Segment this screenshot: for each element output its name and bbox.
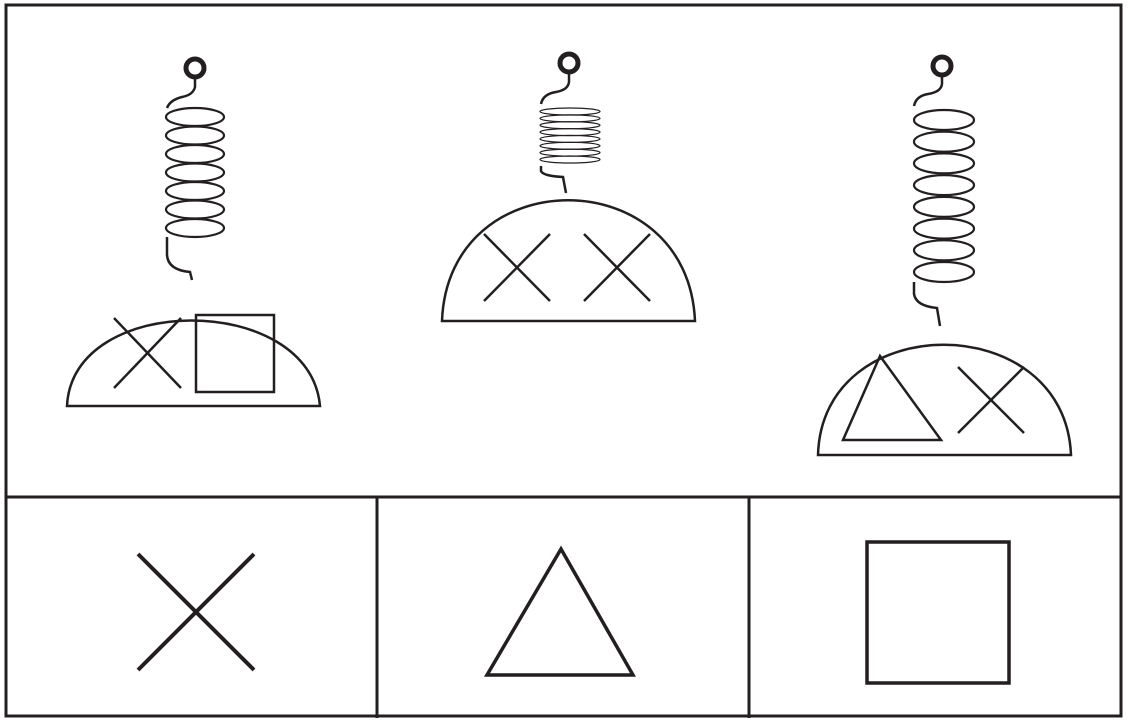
spring-coil-turn	[539, 128, 601, 137]
spring-coil-turn	[912, 260, 976, 284]
spring-coil-stretched	[164, 106, 226, 239]
spring-coil-turn	[912, 108, 976, 132]
option-triangle[interactable]	[483, 545, 637, 677]
spring-lead-bottom	[165, 237, 194, 281]
spring-coil-turn	[539, 134, 601, 143]
hook-ring-icon	[930, 54, 954, 78]
spring-coil-turn	[164, 162, 226, 183]
question-panel	[4, 3, 1123, 499]
spring-coil-turn	[164, 125, 226, 146]
square-icon	[194, 313, 276, 394]
square-icon	[865, 540, 1011, 685]
spring-coil-turn	[164, 180, 226, 202]
spring-coil-stretched	[912, 108, 976, 284]
spring-lead-bottom	[912, 282, 942, 327]
hook-ring-icon	[557, 51, 581, 75]
spring-coil-turn	[539, 148, 601, 157]
spring-coil-turn	[912, 217, 976, 240]
cross-icon	[957, 366, 1025, 434]
options-panel	[4, 495, 1123, 718]
spring-coil-turn	[164, 106, 226, 128]
option-square[interactable]	[865, 540, 1011, 685]
spring-lead-top	[539, 72, 571, 105]
spring-coil-turn	[539, 107, 601, 116]
cross-icon	[136, 552, 256, 672]
frame	[4, 3, 1123, 718]
spring-coil-turn	[164, 143, 226, 165]
spring-coil-turn	[539, 141, 601, 150]
triangle-icon	[841, 353, 944, 442]
cross-icon	[113, 317, 182, 389]
spring-lead-top	[912, 75, 944, 107]
scale-middle	[440, 51, 697, 323]
spring-lead-bottom	[539, 166, 568, 194]
spring-coil-turn	[539, 155, 601, 164]
spring-lead-top	[165, 77, 197, 109]
triangle-icon	[483, 545, 637, 677]
spring-coil-turn	[539, 121, 601, 130]
spring-coil-turn	[912, 195, 976, 218]
spring-coil-turn	[912, 130, 976, 153]
weighing-pan	[816, 343, 1073, 457]
hook-ring-icon	[183, 56, 207, 80]
spring-coil-turn	[912, 174, 976, 197]
option-cross[interactable]	[136, 552, 256, 672]
spring-coil-turn	[164, 217, 226, 239]
spring-coil-compressed	[539, 107, 601, 164]
weighing-pan	[65, 319, 322, 408]
cross-icon	[583, 233, 651, 302]
weighing-pan	[440, 199, 697, 323]
spring-coil-turn	[164, 199, 226, 220]
scale-left	[65, 56, 322, 408]
spring-coil-turn	[912, 239, 976, 262]
scale-right	[816, 54, 1073, 457]
spring-coil-turn	[539, 114, 601, 123]
spring-coil-turn	[912, 152, 976, 175]
cross-icon	[483, 233, 551, 302]
